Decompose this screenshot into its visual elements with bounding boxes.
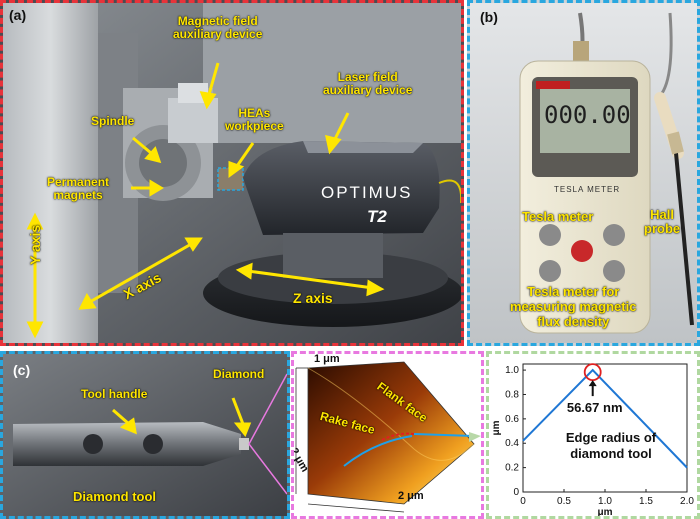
y-axis-label: μm bbox=[491, 420, 502, 435]
tool-annotation-arrows bbox=[112, 397, 252, 437]
diamond-tool-illustration bbox=[3, 354, 287, 516]
machine-model: T2 bbox=[367, 207, 387, 226]
panel-c-diamond-tool-photo: (c) Diamond Tool handle Diamond tool bbox=[0, 351, 290, 519]
annotation-line-2: diamond tool bbox=[570, 446, 652, 461]
annotation-value: 56.67 nm bbox=[567, 400, 623, 415]
panel-a-label: (a) bbox=[9, 7, 27, 23]
label-magnetic-device: Magnetic field auxiliary device bbox=[173, 14, 263, 42]
label-tool-handle: Tool handle bbox=[81, 387, 148, 401]
tesla-meter-illustration bbox=[470, 3, 697, 343]
label-hall-probe: Hall probe bbox=[644, 207, 681, 237]
meter-display: 000.00 bbox=[544, 101, 631, 129]
machine-photo-illustration bbox=[3, 3, 461, 343]
x-tick-label: 1.5 bbox=[639, 496, 653, 507]
y-tick-label: 0 bbox=[513, 487, 519, 498]
y-tick-label: 1.0 bbox=[505, 365, 519, 376]
panel-tool-surface-3d: 1 μm 2 μm 2 μm Flank face Rake face bbox=[291, 351, 484, 519]
y-tick-label: 0.6 bbox=[505, 414, 519, 425]
y-tick-label: 0.8 bbox=[505, 389, 519, 400]
dim-bottom: 2 μm bbox=[398, 490, 424, 502]
machine-brand: OPTIMUS bbox=[321, 183, 413, 202]
annotation-arrows bbox=[26, 62, 385, 339]
surface-3d-illustration bbox=[295, 361, 481, 513]
label-diamond: Diamond bbox=[213, 367, 265, 381]
label-laser-device: Laser field auxiliary device bbox=[323, 70, 413, 98]
annotation-line-1: Edge radius of bbox=[566, 430, 657, 445]
x-tick-label: 0.5 bbox=[557, 496, 571, 507]
x-tick-label: 2.0 bbox=[680, 496, 694, 507]
annotation-arrowhead bbox=[588, 380, 597, 387]
x-axis-label: μm bbox=[597, 507, 612, 516]
label-tesla-meter: Tesla meter bbox=[522, 209, 594, 224]
panel-c-label: (c) bbox=[13, 362, 31, 378]
edge-radius-marker bbox=[583, 363, 602, 381]
panel-b-label: (b) bbox=[480, 9, 498, 25]
dim-top: 1 μm bbox=[314, 353, 340, 365]
label-z-axis: Z axis bbox=[293, 290, 333, 306]
y-tick-label: 0.2 bbox=[505, 463, 519, 474]
panel-b-tesla-meter-photo: (b) 000.00 TESLA METER Tesla meter Hall … bbox=[467, 0, 700, 346]
series-line bbox=[522, 368, 688, 469]
panel-a-machine-photo: (a) Magnetic field auxiliary device Lase… bbox=[0, 0, 464, 346]
x-tick-label: 1.0 bbox=[598, 496, 612, 507]
meter-caption: TESLA METER bbox=[554, 185, 621, 194]
x-tick-label: 0 bbox=[520, 496, 526, 507]
label-heas-workpiece: HEAs workpiece bbox=[225, 106, 284, 134]
y-tick-label: 0.4 bbox=[505, 438, 519, 449]
label-diamond-tool: Diamond tool bbox=[73, 489, 157, 504]
label-y-axis: Y axis bbox=[27, 224, 43, 265]
label-tesla-measure: Tesla meter for measuring magnetic flux … bbox=[510, 284, 637, 329]
label-permanent-magnets: Permanent magnets bbox=[47, 175, 110, 203]
label-spindle: Spindle bbox=[91, 114, 135, 128]
